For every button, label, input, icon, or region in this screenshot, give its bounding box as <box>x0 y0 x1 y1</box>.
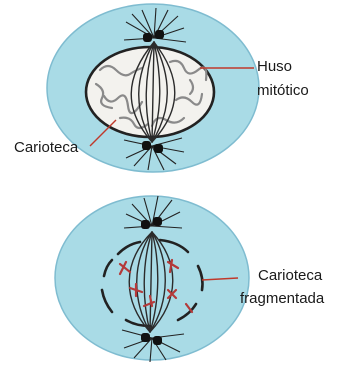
cell-top <box>47 4 259 172</box>
label-frag-line2: fragmentada <box>240 289 324 309</box>
label-carioteca-fragmentada: Carioteca fragmentada <box>240 266 324 309</box>
label-huso-line2: mitótico <box>257 81 309 101</box>
label-frag-line1: Carioteca <box>240 266 324 286</box>
label-huso-mitotico: Huso mitótico <box>257 57 309 101</box>
cell-bottom-cytoplasm <box>55 196 249 360</box>
label-carioteca: Carioteca <box>14 138 78 158</box>
label-huso-line1: Huso <box>257 57 309 77</box>
